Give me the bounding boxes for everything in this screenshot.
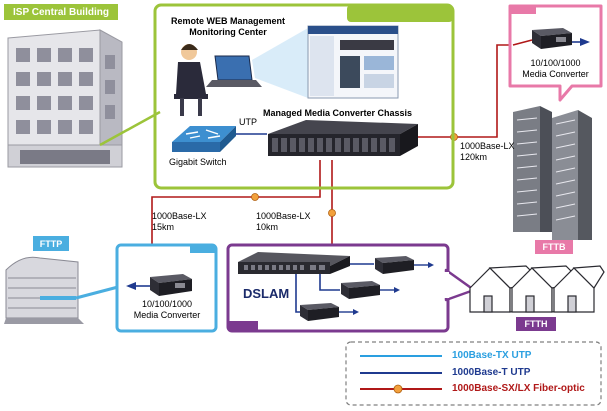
ftth-tag: FTTH — [516, 317, 556, 331]
media-converter-fttp-label: 10/100/1000 Media Converter — [133, 299, 201, 320]
fiber-connector-dot — [251, 193, 259, 201]
media-converter-chassis-icon — [268, 120, 418, 156]
fttb-callout-frame — [508, 4, 603, 102]
fttb-tag: FTTB — [535, 240, 573, 254]
operator-icon — [174, 44, 208, 116]
dslam-label: DSLAM — [243, 286, 290, 301]
houses-icon — [469, 265, 605, 313]
media-converter-icon — [375, 256, 414, 274]
media-converter-icon — [532, 28, 572, 49]
media-converter-fttb-label: 10/100/1000 Media Converter — [522, 58, 589, 79]
fiber-connector-dot — [328, 209, 336, 217]
link-1000base-lx-15km-label: 1000Base-LX 15km — [152, 211, 207, 232]
fiber-line-to-fttb — [418, 44, 513, 138]
legend-label-1000base-t: 1000Base-T UTP — [452, 367, 531, 378]
link-1000base-lx-10km-label: 1000Base-LX 10km — [256, 211, 311, 232]
dslam-corner-tab — [228, 321, 258, 331]
fttp-connector-line — [75, 285, 119, 300]
fttb-corner-tab — [510, 6, 536, 14]
legend-fiber-dot — [393, 384, 403, 394]
chassis-label: Managed Media Converter Chassis — [263, 108, 413, 118]
utp-label: UTP — [239, 117, 257, 127]
media-converter-icon — [300, 303, 339, 321]
isp-central-building-tag: ISP Central Building — [4, 4, 118, 20]
gigabit-switch-icon — [172, 126, 236, 152]
arrows-to-homes — [339, 262, 434, 315]
arrow-right-icon — [580, 38, 590, 46]
legend-label-fiber: 1000Base-SX/LX Fiber-optic — [452, 383, 585, 394]
isp-central-frame — [153, 3, 455, 190]
fttp-building-icon — [4, 256, 84, 324]
dslam-switch-icon — [238, 252, 350, 274]
media-converter-icon — [150, 274, 192, 296]
laptop-icon — [206, 55, 262, 87]
fttp-tag: FTTP — [33, 236, 69, 251]
remote-web-management-label: Remote WEB Management Monitoring Center — [170, 16, 286, 37]
arrow-left-icon — [126, 282, 136, 290]
fiber-line-to-fttp — [151, 160, 321, 245]
gigabit-switch-label: Gigabit Switch — [169, 157, 227, 167]
web-management-screenshot-icon — [307, 25, 399, 99]
fttp-corner-tab — [190, 245, 216, 253]
legend-label-100base-tx: 100Base-TX UTP — [452, 350, 532, 361]
media-converter-icon — [341, 281, 380, 299]
projection-beam — [252, 28, 308, 98]
fiber-into-mc-fttb — [512, 39, 533, 46]
fttb-towers-icon — [513, 106, 592, 240]
link-1000base-lx-120km-label: 1000Base-LX 120km — [460, 141, 515, 162]
isp-frame-corner-tab — [347, 5, 453, 22]
dslam-utp-links — [295, 263, 374, 313]
frame-connector-line — [99, 110, 161, 147]
pointer-cover — [444, 272, 449, 298]
isp-building-icon — [7, 29, 123, 168]
